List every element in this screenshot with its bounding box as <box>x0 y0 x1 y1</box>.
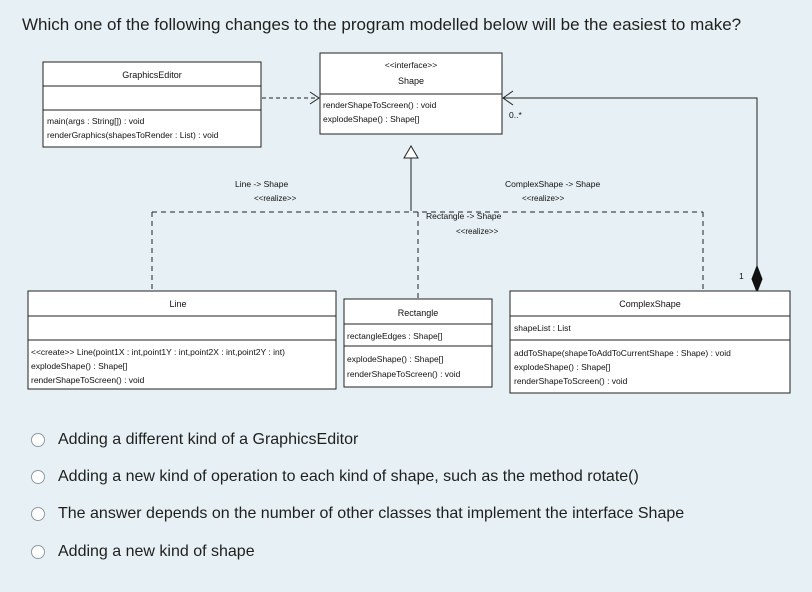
realize-label-complex: ComplexShape -> Shape <box>505 179 600 189</box>
realization-lines <box>151 145 704 298</box>
option-label: Adding a new kind of shape <box>58 543 255 560</box>
class-name: ComplexShape <box>619 299 681 309</box>
attribute: shapeList : List <box>514 323 571 333</box>
class-complexshape: ComplexShape shapeList : List addToShape… <box>509 290 791 394</box>
option-1[interactable]: Adding a different kind of a GraphicsEdi… <box>28 428 358 452</box>
radio-button[interactable] <box>31 470 45 484</box>
method: renderShapeToScreen() : void <box>347 369 461 379</box>
class-name: GraphicsEditor <box>122 70 182 80</box>
multiplicity-one: 1 <box>739 271 744 281</box>
method: explodeShape() : Shape[] <box>323 114 419 124</box>
realize-stereotype-line: <<realize>> <box>254 194 297 203</box>
uml-class-diagram: GraphicsEditor main(args : String[]) : v… <box>27 52 791 394</box>
attribute: rectangleEdges : Shape[] <box>347 331 442 341</box>
class-rectangle: Rectangle rectangleEdges : Shape[] explo… <box>343 298 493 388</box>
radio-button[interactable] <box>31 433 45 447</box>
method: renderShapeToScreen() : void <box>31 375 145 385</box>
method: explodeShape() : Shape[] <box>31 361 127 371</box>
dependency-editor-shape <box>262 91 320 105</box>
method: explodeShape() : Shape[] <box>514 362 610 372</box>
method: addToShape(shapeToAddToCurrentShape : Sh… <box>514 348 731 358</box>
realize-stereotype-complex: <<realize>> <box>522 194 565 203</box>
question-text: Which one of the following changes to th… <box>22 15 742 34</box>
option-4[interactable]: Adding a new kind of shape <box>28 540 255 564</box>
stereotype: <<interface>> <box>385 60 437 70</box>
option-label: Adding a different kind of a GraphicsEdi… <box>58 431 359 448</box>
class-name: Shape <box>398 76 424 86</box>
method: renderShapeToScreen() : void <box>514 376 628 386</box>
composition-complexshape-shape <box>502 90 763 294</box>
option-3[interactable]: The answer depends on the number of othe… <box>28 502 684 526</box>
constructor: <<create>> Line(point1X : int,point1Y : … <box>31 347 285 357</box>
method: renderShapeToScreen() : void <box>323 100 437 110</box>
method: explodeShape() : Shape[] <box>347 354 443 364</box>
radio-button[interactable] <box>31 507 45 521</box>
class-name: Rectangle <box>398 308 439 318</box>
realize-stereotype-rectangle: <<realize>> <box>456 227 499 236</box>
interface-shape: <<interface>> Shape renderShapeToScreen(… <box>319 52 503 135</box>
realize-label-rectangle: Rectangle -> Shape <box>426 211 502 221</box>
class-name: Line <box>169 299 186 309</box>
method: renderGraphics(shapesToRender : List) : … <box>47 130 219 140</box>
class-graphics-editor: GraphicsEditor main(args : String[]) : v… <box>42 61 262 148</box>
method: main(args : String[]) : void <box>47 116 145 126</box>
option-label: The answer depends on the number of othe… <box>58 505 685 522</box>
multiplicity-many: 0..* <box>509 110 522 120</box>
option-label: Adding a new kind of operation to each k… <box>58 468 639 485</box>
class-line: Line <<create>> Line(point1X : int,point… <box>27 290 337 390</box>
radio-button[interactable] <box>31 545 45 559</box>
realize-label-line: Line -> Shape <box>235 179 288 189</box>
option-2[interactable]: Adding a new kind of operation to each k… <box>28 465 639 489</box>
